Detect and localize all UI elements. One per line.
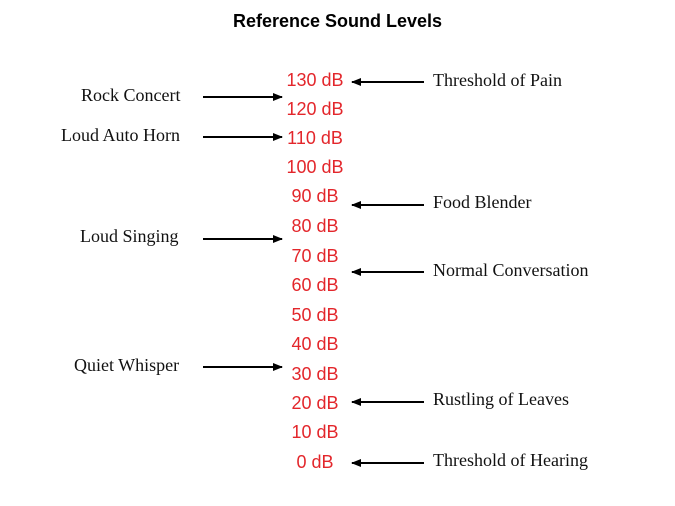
- left-label-rock-concert: Rock Concert: [81, 85, 181, 105]
- page-title: Reference Sound Levels: [232, 11, 443, 31]
- level-20: 20 dB: [291, 393, 339, 413]
- left-label-loud-singing: Loud Singing: [80, 226, 179, 246]
- left-label-loud-auto-horn: Loud Auto Horn: [61, 125, 180, 145]
- level-90: 90 dB: [291, 186, 339, 206]
- right-label-normal-conversation: Normal Conversation: [433, 260, 589, 280]
- level-10: 10 dB: [291, 422, 339, 442]
- right-label-threshold-of-hearing: Threshold of Hearing: [433, 450, 588, 470]
- level-70: 70 dB: [291, 246, 339, 266]
- level-110: 110 dB: [287, 128, 343, 148]
- level-120: 120 dB: [286, 99, 344, 119]
- level-0: 0 dB: [296, 452, 334, 472]
- left-label-quiet-whisper: Quiet Whisper: [74, 355, 180, 375]
- level-130: 130 dB: [286, 70, 344, 90]
- level-40: 40 dB: [291, 334, 339, 354]
- level-80: 80 dB: [291, 216, 339, 236]
- right-label-rustling-of-leaves: Rustling of Leaves: [433, 389, 569, 409]
- level-60: 60 dB: [291, 275, 339, 295]
- right-label-food-blender: Food Blender: [433, 192, 532, 212]
- level-50: 50 dB: [291, 305, 339, 325]
- level-30: 30 dB: [291, 364, 339, 384]
- level-100: 100 dB: [286, 157, 344, 177]
- right-label-threshold-of-pain: Threshold of Pain: [433, 70, 562, 90]
